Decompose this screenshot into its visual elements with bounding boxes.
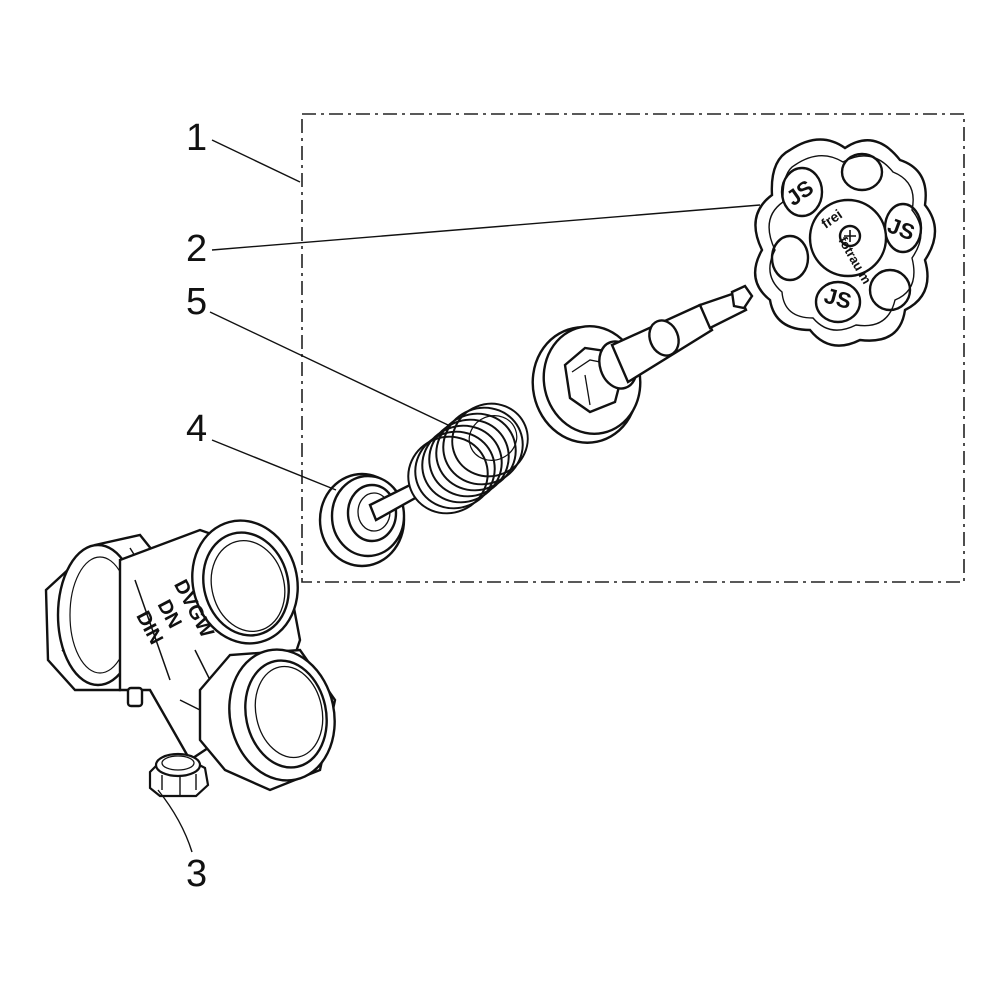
valve-disc [318,472,428,568]
leader-line-1 [211,139,301,183]
assembly-boundary-box [301,113,965,583]
callout-4: 4 [186,408,207,450]
bonnet-and-spindle [531,284,754,444]
spring [407,402,529,515]
drain-plug [148,752,210,798]
leader-line-2 [211,204,761,251]
leader-line-4 [211,439,337,491]
leader-line-3 [157,789,193,853]
leader-line-5 [209,311,449,426]
callout-5: 5 [186,281,207,323]
handwheel: frei fotrau m JS JS JS [753,138,937,347]
callout-3: 3 [186,853,207,895]
callout-2: 2 [186,228,207,270]
callout-1: 1 [186,117,207,159]
leader-lines [157,139,761,853]
valve-body: DVGW DN DIN [44,519,337,792]
